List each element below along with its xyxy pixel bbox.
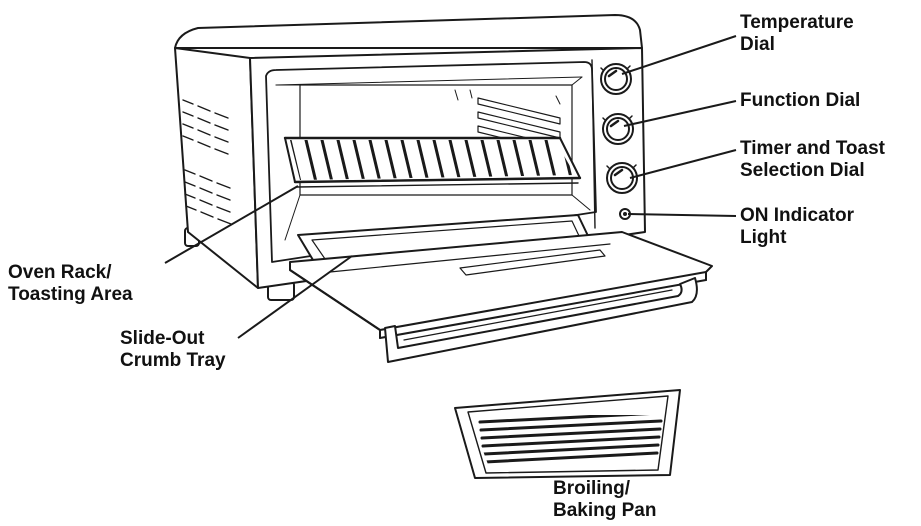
function-dial-label-line-1: Function Dial: [740, 90, 861, 111]
temperature-dial-label: Temperature Dial: [740, 12, 854, 56]
oven-door: [289, 231, 713, 339]
timer-toast-dial-label-line-2: Selection Dial: [740, 160, 865, 181]
crumb-tray-label-line-1: Slide-Out: [120, 328, 205, 349]
function-dial-drawing: [602, 113, 634, 145]
timer-toast-dial-label-line-1: Timer and Toast: [740, 138, 885, 159]
temperature-dial-label-line-1: Temperature: [740, 12, 854, 33]
leader-line-crumb-tray: [237, 255, 353, 339]
leader-lines: [164, 35, 737, 339]
broiling-pan-label: Broiling/ Baking Pan: [553, 478, 656, 522]
on-indicator-light-label-line-2: Light: [740, 227, 787, 248]
function-dial-label: Function Dial: [740, 90, 860, 112]
leader-line-temperature: [621, 35, 737, 75]
oven-rack: [283, 136, 582, 188]
temperature-dial-label-line-2: Dial: [740, 34, 775, 55]
on-indicator-light-label: ON Indicator Light: [740, 205, 854, 249]
leader-line-function: [623, 100, 737, 127]
timer-toast-dial-label: Timer and Toast Selection Dial: [740, 138, 885, 182]
broiling-pan-label-line-1: Broiling/: [553, 478, 631, 499]
crumb-tray-label-line-2: Crumb Tray: [120, 350, 226, 371]
on-indicator-light-label-line-1: ON Indicator: [740, 205, 855, 226]
leader-line-timer: [629, 149, 737, 179]
leader-line-on-light: [627, 213, 737, 217]
broiling-pan-label-line-2: Baking Pan: [553, 500, 657, 521]
side-vents: [182, 99, 232, 225]
leader-line-oven-rack: [164, 185, 299, 264]
temperature-dial-drawing: [600, 63, 632, 95]
oven-rack-label-line-2: Toasting Area: [8, 284, 133, 305]
oven-rack-label: Oven Rack/ Toasting Area: [8, 262, 133, 306]
door-handle: [384, 277, 698, 363]
crumb-tray-label: Slide-Out Crumb Tray: [120, 328, 226, 372]
toaster-oven-illustration: [174, 14, 713, 479]
broiling-pan-drawing: [454, 389, 681, 479]
oven-rack-label-line-1: Oven Rack/: [8, 262, 112, 283]
